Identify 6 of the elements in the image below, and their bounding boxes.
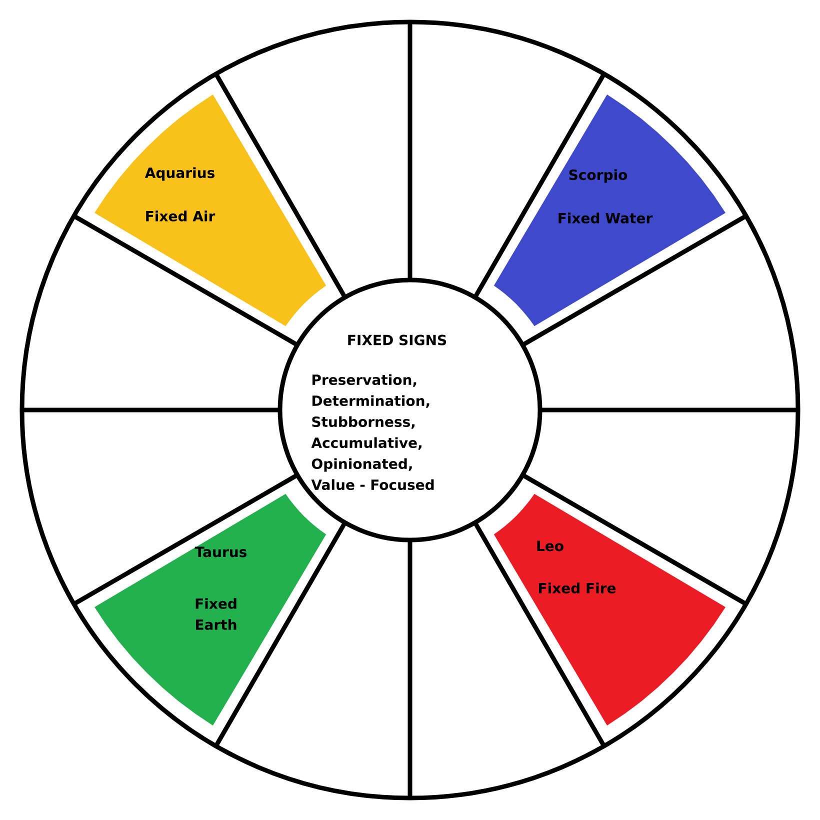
- circle-text: Preservation, Determination, Stubborness, Accumulative, Opinionated, Value - Focused: [311, 374, 434, 490]
- sign-element-label: Fixed Earth: [196, 598, 236, 630]
- circle-text: FIXED SIGNS: [348, 334, 446, 346]
- sign-element-label: Fixed Water: [558, 212, 653, 224]
- sign-element-label: Fixed Fire: [539, 582, 616, 594]
- sign-element-label: Fixed Air: [146, 210, 216, 222]
